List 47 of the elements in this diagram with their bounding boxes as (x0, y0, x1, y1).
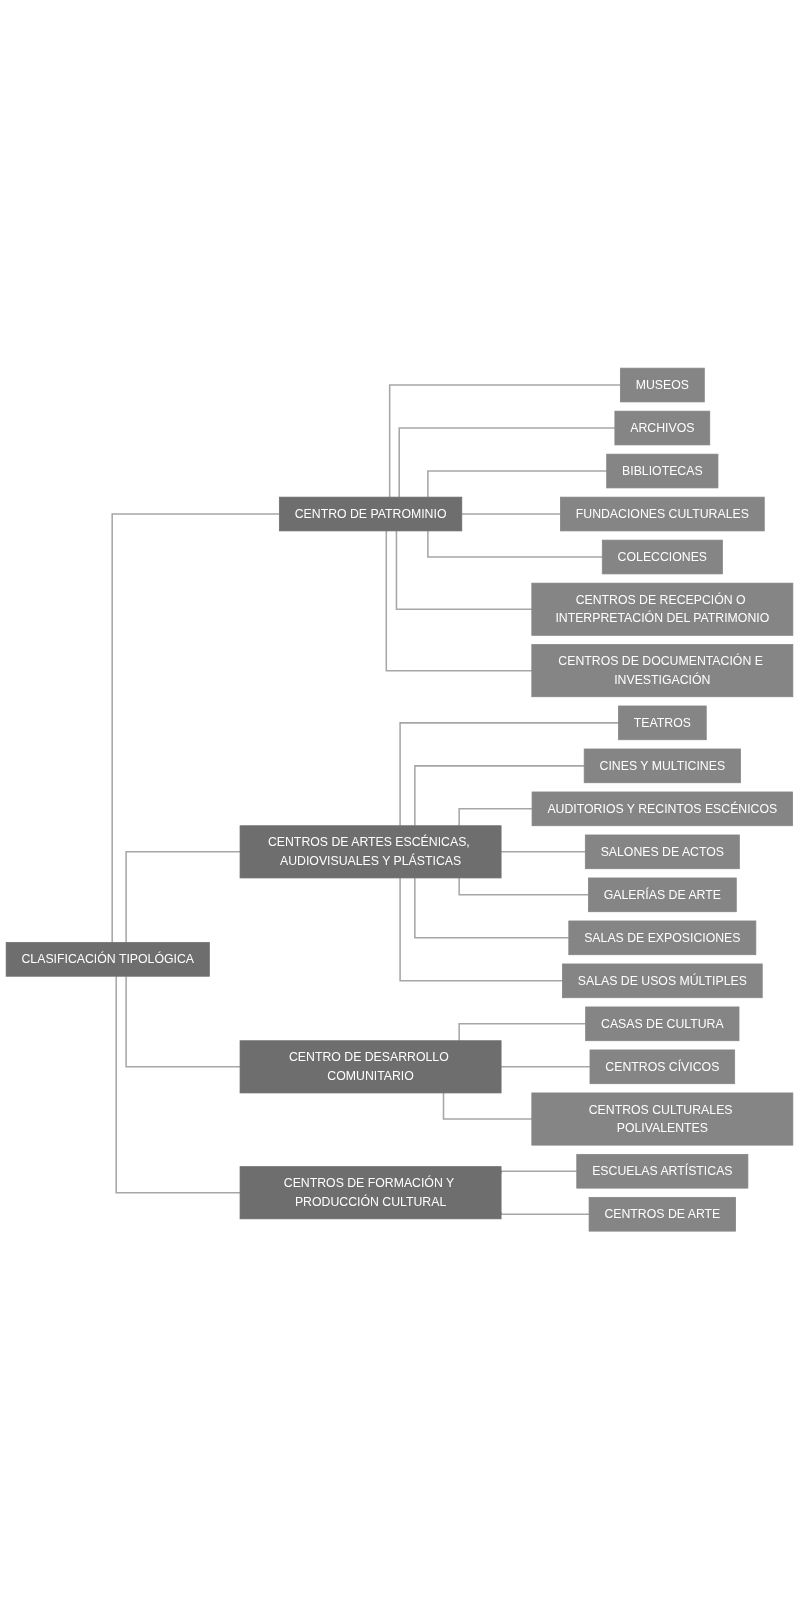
node-box: CENTROS DE ARTE (588, 1197, 736, 1232)
connector (111, 513, 281, 944)
connector (125, 851, 241, 944)
connector (385, 530, 533, 672)
node-box: CENTROS DE DOCUMENTACIÓN E INVESTIGACIÓN (531, 644, 794, 698)
node-box: CENTROS DE ARTES ESCÉNICAS, AUDIOVISUALES Y PLÁSTICAS (239, 825, 502, 879)
node-box: CLASIFICACIÓN TIPOLÓGICA (5, 942, 210, 977)
connector (500, 851, 587, 853)
connector (398, 427, 616, 499)
node-box: ESCUELAS ARTÍSTICAS (576, 1154, 749, 1189)
node-box: CENTROS CULTURALES POLIVALENTES (531, 1092, 794, 1146)
connector (500, 1170, 578, 1175)
connector (458, 877, 590, 896)
node-box: CENTROS DE FORMACIÓN Y PRODUCCIÓN CULTURAL (239, 1166, 502, 1220)
node-box: SALAS DE USOS MÚLTIPLES (562, 963, 763, 999)
connector (458, 1023, 587, 1042)
connector (388, 384, 622, 499)
connector (115, 975, 241, 1194)
node-box: GALERÍAS DE ARTE (588, 877, 737, 913)
node-box: FUNDACIONES CULTURALES (560, 497, 765, 532)
connector (399, 722, 620, 827)
connector (125, 975, 241, 1068)
node-box: CASAS DE CULTURA (585, 1006, 740, 1042)
connector (500, 1066, 591, 1068)
connector (427, 530, 604, 559)
node-box: CENTROS DE RECEPCIÓN O INTERPRETACIÓN DEL PATRIMONIO (531, 583, 794, 637)
connector (399, 877, 564, 982)
connector (442, 1092, 533, 1121)
connector (500, 1211, 590, 1216)
node-box: SALAS DE EXPOSICIONES (568, 920, 757, 956)
connector (461, 513, 562, 516)
node-box: TEATROS (618, 705, 707, 741)
connector (458, 808, 533, 827)
connector (414, 877, 570, 939)
node-box: CENTROS CÍVICOS (589, 1049, 736, 1085)
node-box: ARCHIVOS (614, 411, 711, 446)
node-box: BIBLIOTECAS (606, 454, 719, 489)
node-box: CINES Y MULTICINES (583, 748, 741, 784)
node-box: COLECCIONES (601, 540, 723, 575)
node-box: AUDITORIOS Y RECINTOS ESCÉNICOS (531, 791, 793, 827)
node-box: CENTRO DE PATROMINIO (278, 497, 463, 532)
connector (427, 470, 608, 499)
node-box: MUSEOS (619, 368, 705, 403)
node-box: CENTRO DE DESARROLLO COMUNITARIO (239, 1040, 502, 1094)
node-box: SALONES DE ACTOS (584, 834, 740, 870)
connector (414, 765, 585, 827)
connector (395, 530, 533, 611)
